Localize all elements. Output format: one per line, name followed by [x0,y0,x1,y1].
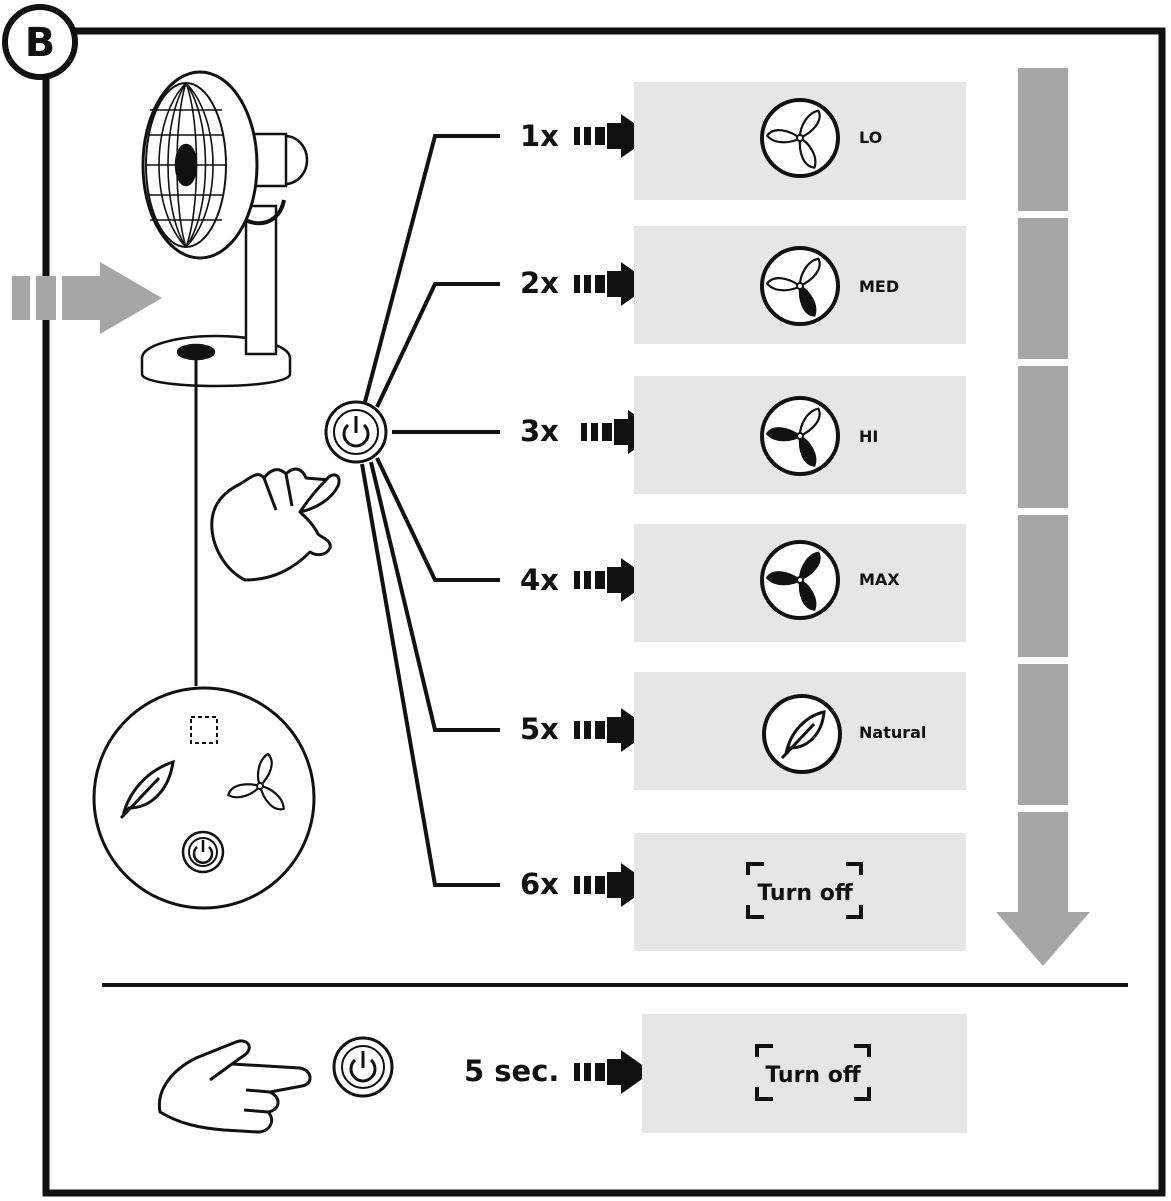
step-row-3: 3x HI [520,376,966,494]
leaf-icon [762,694,842,774]
sequence-arrow-icon [996,68,1090,966]
step-row-4: 4x MAX [520,524,966,642]
fan-icon-med [760,246,840,326]
power-button-icon [181,830,225,874]
hand-pressing-icon [210,467,341,582]
hand-pressing-icon [157,1039,312,1134]
press-count: 5x [520,712,559,746]
fan-icon-lo [760,98,840,178]
result-label: Turn off [765,1063,862,1088]
mode-label: MED [859,277,899,296]
fan-icon-hi [760,396,840,476]
step-row-2: 2x MED [520,226,966,344]
turn-off-frame [746,862,863,919]
airflow-arrow-icon [12,262,162,334]
mode-box [634,833,966,951]
leaf-icon [119,759,175,820]
mode-label: HI [859,427,878,446]
press-count: 4x [520,563,559,597]
fan-icon [225,752,290,814]
desk-fan-illustration [140,70,309,388]
panel-badge-letter: B [25,20,56,66]
mode-label: LO [859,128,882,147]
press-count: 6x [520,867,559,901]
fan-icon-max [760,540,840,620]
mode-label: Natural [859,723,926,742]
step-row-5: 5x Natural [520,672,966,790]
panel-badge: B [2,4,78,80]
power-button[interactable] [332,1036,394,1098]
panel-frame [42,27,1166,1197]
hold-duration: 5 sec. [464,1054,559,1088]
turn-off-frame [755,1044,871,1101]
mode-label: MAX [859,570,900,589]
mode-box [642,1014,967,1133]
long-press-row: 5 sec. Turn off [157,1014,967,1134]
control-panel-zoom [92,686,316,910]
mode-label: Turn off [757,881,854,906]
step-row-1: 1x LO [520,82,966,200]
step-connector-lines [360,134,500,887]
press-count: 3x [520,414,559,448]
step-row-6: 6x Turn off [520,833,966,951]
power-button[interactable] [324,400,388,464]
press-count: 2x [520,266,559,300]
press-count: 1x [520,119,559,153]
indicator-square-icon [190,716,218,744]
